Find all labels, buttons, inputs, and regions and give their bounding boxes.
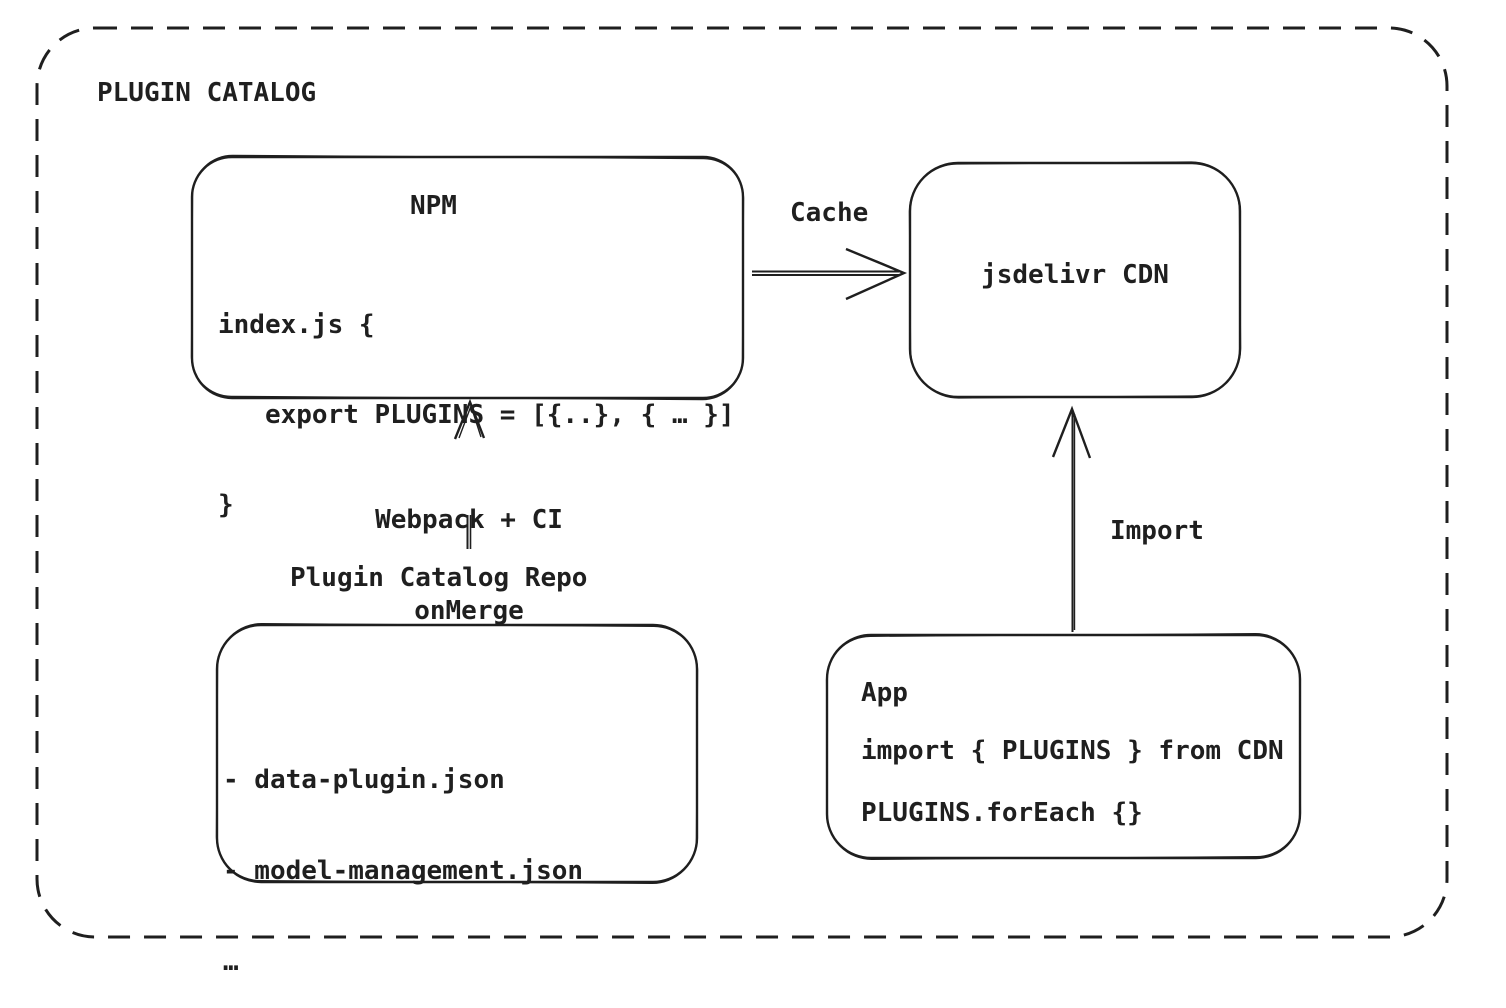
npm-code-line: } — [218, 490, 234, 520]
npm-code-block: index.js { export PLUGINS = [{..}, { … }… — [218, 250, 735, 550]
import-edge-label: Import — [1110, 516, 1204, 546]
repo-node-box — [215, 623, 699, 884]
app-node-outline-sketch — [825, 633, 1302, 860]
build-edge-label: Webpack + CI onMerge — [369, 445, 569, 657]
npm-code-line: index.js { — [218, 310, 375, 340]
repo-file-list: - data-plugin.json - model-management.js… — [223, 705, 583, 1008]
app-node-box — [825, 633, 1302, 860]
cdn-node-box — [908, 161, 1242, 399]
npm-node-title: NPM — [410, 191, 457, 221]
build-arrow — [453, 398, 486, 549]
import-arrow — [1051, 405, 1092, 632]
repo-file-item: - data-plugin.json — [223, 765, 505, 795]
repo-file-item: - model-management.json — [223, 856, 584, 886]
app-node-title: App — [861, 678, 908, 708]
cdn-node-outline-sketch — [908, 161, 1242, 399]
repo-file-item: … — [223, 947, 239, 977]
diagram-title: PLUGIN CATALOG — [97, 78, 317, 108]
cache-edge-label: Cache — [790, 198, 869, 228]
repo-node-outline-sketch — [215, 623, 699, 884]
app-code-line: import { PLUGINS } from CDN — [861, 736, 1284, 766]
build-arrowhead-icon — [453, 398, 486, 440]
app-code-line: PLUGINS.forEach {} — [861, 798, 1143, 828]
cache-arrow — [752, 247, 908, 301]
npm-node-box — [190, 154, 745, 401]
npm-code-line: export PLUGINS = [{..}, { … }] — [218, 400, 735, 430]
npm-node-outline-sketch — [190, 154, 745, 401]
build-arrowhead-sketch — [458, 403, 482, 439]
cache-arrowhead-sketch — [854, 252, 902, 273]
build-edge-label-line2: onMerge — [414, 596, 524, 626]
build-edge-label-line1: Webpack + CI — [375, 505, 563, 535]
repo-node-label: Plugin Catalog Repo — [290, 563, 588, 593]
import-arrowhead-icon — [1051, 405, 1092, 459]
cdn-node-label: jsdelivr CDN — [981, 260, 1169, 290]
catalog-boundary-box — [35, 26, 1449, 939]
